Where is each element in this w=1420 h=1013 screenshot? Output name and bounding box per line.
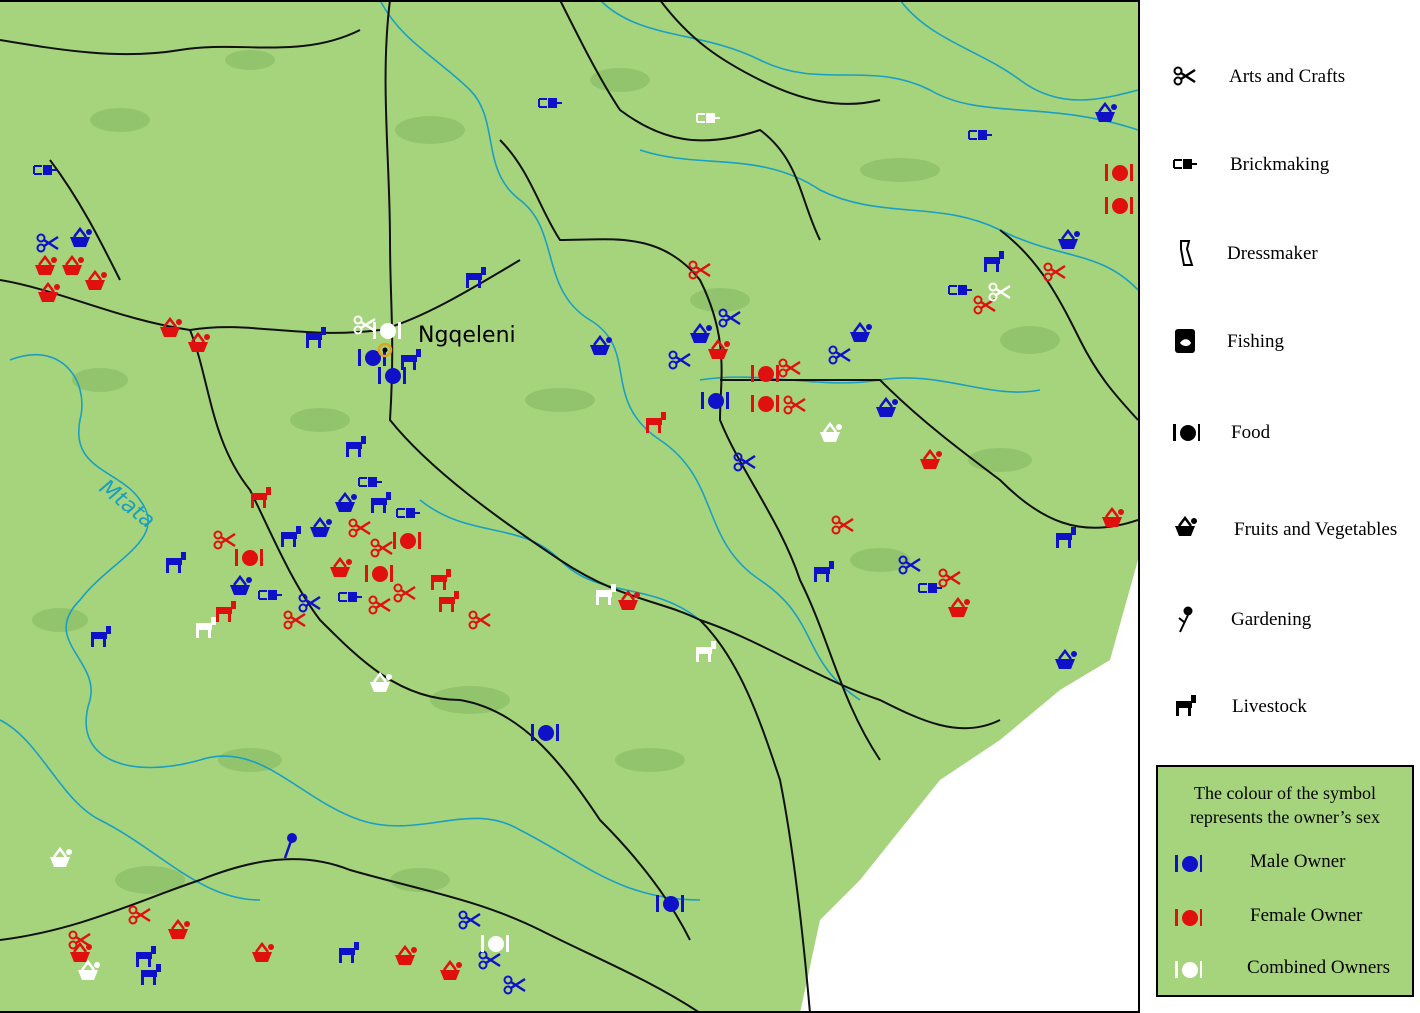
legend-item-fruits-and-vegetables: Fruits and Vegetables [1140,509,1420,549]
legend-label: Gardening [1231,609,1312,630]
legend-label: Livestock [1232,696,1307,717]
legend-label: Brickmaking [1230,154,1330,175]
legend-item-brickmaking: Brickmaking [1140,144,1420,184]
food-plate-icon [1173,424,1200,441]
town-marker-ngqeleni [377,342,393,358]
legend-label: Female Owner [1250,905,1363,926]
legend-female-owner: Female Owner [1158,899,1412,935]
food-plate-icon [1175,855,1202,872]
owner-sex-box: The colour of the symbol represents the … [1156,765,1414,997]
legend-label: Fruits and Vegetables [1234,519,1398,540]
legend-label: Combined Owners [1247,957,1391,978]
scissors-icon [1173,66,1197,86]
map[interactable]: Ngqeleni Mtata [0,0,1138,1013]
rivers [0,0,1138,901]
legend-item-food: Food [1140,412,1420,452]
fish-icon [1175,329,1195,353]
legend-male-owner: Male Owner [1158,845,1412,881]
legend-label: Arts and Crafts [1229,66,1346,87]
dress-icon [1180,240,1194,266]
owner-sex-note: The colour of the symbol represents the … [1189,783,1381,827]
food-plate-icon [1175,961,1202,978]
gardening-symbol [283,833,297,859]
goat-icon [1176,695,1196,716]
legend-combined-owners: Combined Owners [1158,951,1412,987]
legend-label: Male Owner [1250,851,1346,872]
vegetation-patches [32,50,1060,894]
legend-label: Fishing [1227,331,1285,352]
basket-icon [1173,516,1199,538]
brick-press-icon [1173,158,1198,170]
legend: Arts and Crafts Brickmaking Dressmaker F… [1138,0,1420,1013]
legend-label: Food [1231,422,1271,443]
legend-item-fishing: Fishing [1140,321,1420,361]
legend-item-arts-and-crafts: Arts and Crafts [1140,56,1420,96]
legend-item-dressmaker: Dressmaker [1140,233,1420,273]
town-label: Ngqeleni [418,323,516,348]
legend-item-gardening: Gardening [1140,599,1420,639]
flower-icon [1178,606,1193,633]
legend-label: Dressmaker [1227,243,1318,264]
sea [800,560,1138,1013]
legend-item-livestock: Livestock [1140,686,1420,726]
food-plate-icon [1175,909,1202,926]
